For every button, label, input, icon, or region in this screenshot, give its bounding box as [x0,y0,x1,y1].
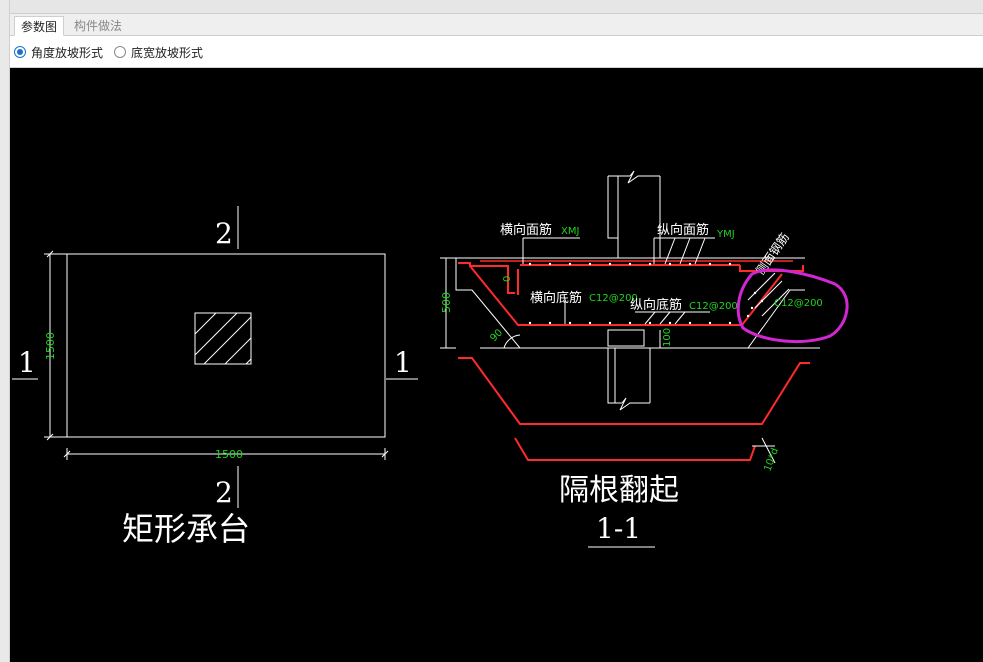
left-edge-panel [0,0,10,662]
cap-outline [66,253,386,438]
plan-title: 矩形承台 [122,510,250,548]
radio-angle-slope-label: 角度放坡形式 [31,45,104,60]
dim-text-90: 90 [488,327,505,344]
tab-parameter-diagram[interactable]: 参数图 [14,16,65,36]
label-longitudinal-top-code: YMJ [716,229,735,240]
tab-component-method[interactable]: 构件做法 [74,19,123,33]
cad-drawing: 2 2 1 1 1500 1500 矩形承台 [12,170,849,548]
drawing-canvas[interactable]: 2 2 1 1 1500 1500 矩形承台 [10,68,983,662]
bent-bar-bottom [514,437,756,461]
label-transverse-top-rebar: 横向面筋 [500,222,552,238]
plan-view: 2 2 1 1 1500 1500 矩形承台 [12,206,418,548]
radio-angle-slope[interactable]: 角度放坡形式 [14,44,103,60]
dim-text-0: 0 [502,276,513,282]
label-transverse-bottom-code: C12@200 [589,293,638,304]
label-transverse-top-code: XMJ [561,226,579,237]
section-label-bottom: 2 [215,476,233,509]
highlight-circle-annotation [736,268,849,344]
section-label-top: 2 [215,217,233,250]
label-side-rebar-code: C12@200 [774,298,823,309]
section-label-left: 1 [18,346,36,379]
bent-bar-lower [458,357,810,425]
angle-arc [503,334,521,349]
radio-bottom-width-slope[interactable]: 底宽放坡形式 [114,44,203,60]
break-symbol-top [627,170,660,184]
tab-bar: 参数图 构件做法 [10,14,983,36]
section-view: 横向面筋 XMJ 纵向面筋 YMJ 横向底筋 C12@200 纵向底筋 C12@… [440,170,823,548]
dim-text-100: 100 [662,328,673,347]
radio-unselected-icon [114,46,126,58]
dim-text-width: 1500 [215,448,243,461]
rebar-dots [528,262,764,325]
option-bar: 角度放坡形式 底宽放坡形式 [10,36,983,68]
section-name: 1-1 [596,512,641,545]
pile-outline [607,348,622,404]
section-caption: 隔根翻起 [559,473,679,508]
radio-bottom-width-slope-label: 底宽放坡形式 [131,45,204,60]
top-toolbar-strip [10,0,983,14]
radio-selected-icon [14,46,26,58]
break-symbol-bottom [619,397,650,411]
section-label-right: 1 [394,346,412,379]
label-longitudinal-bottom-rebar: 纵向底筋 [630,297,682,313]
dim-text-500: 500 [440,292,453,313]
label-transverse-bottom-rebar: 横向底筋 [530,290,582,306]
column-hatch [194,312,252,365]
column-upper-left [607,176,619,258]
dim-text-height: 1500 [44,332,57,360]
label-longitudinal-top-rebar: 纵向面筋 [657,222,709,238]
bottom-rebar [469,265,783,326]
label-longitudinal-bottom-code: C12@200 [689,301,738,312]
dim-text-10d: 10*d [762,447,781,473]
